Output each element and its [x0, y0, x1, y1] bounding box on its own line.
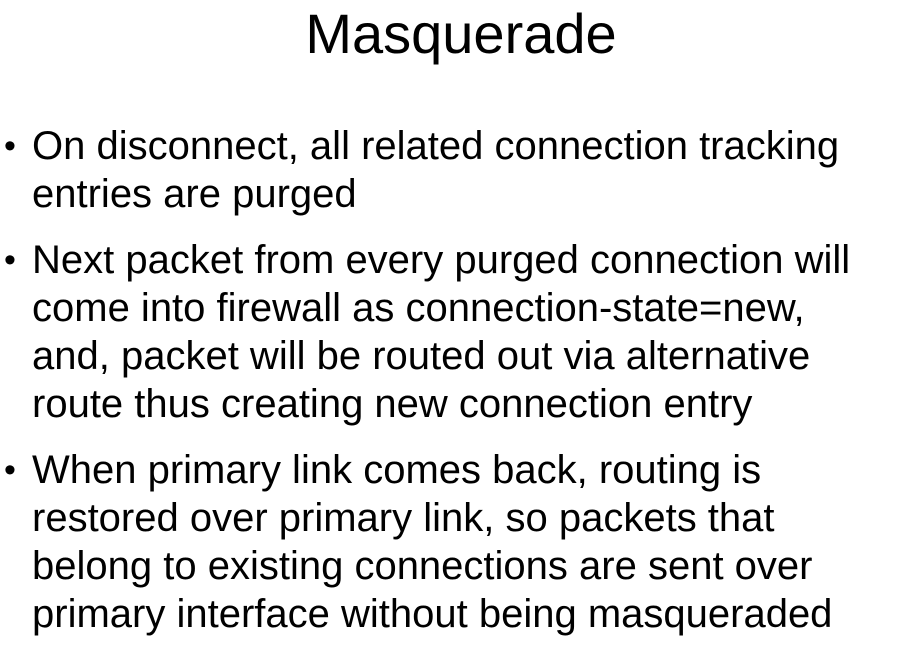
bullet-line: primary interface without being masquera… — [32, 592, 833, 636]
bullet-item: • Next packet from every purged connecti… — [0, 236, 908, 428]
bullet-line: belong to existing connections are sent … — [32, 544, 813, 588]
bullet-line: restored over primary link, so packets t… — [32, 496, 775, 540]
bullet-marker: • — [4, 127, 16, 165]
bullet-line: Next packet from every purged connection… — [32, 238, 851, 282]
bullet-marker: • — [4, 241, 16, 279]
bullet-item: • On disconnect, all related connection … — [0, 122, 908, 218]
bullet-line: When primary link comes back, routing is — [32, 448, 762, 492]
bullet-list: • On disconnect, all related connection … — [0, 122, 908, 656]
bullet-marker: • — [4, 451, 16, 489]
bullet-line: come into firewall as connection-state=n… — [32, 286, 805, 330]
bullet-item: • When primary link comes back, routing … — [0, 446, 908, 638]
bullet-line: entries are purged — [32, 172, 357, 216]
slide: Masquerade • On disconnect, all related … — [4, 2, 850, 636]
bullet-line: On disconnect, all related connection tr… — [32, 124, 840, 168]
bullet-line: route thus creating new connection entry — [32, 382, 753, 426]
bullet-line: and, packet will be routed out via alter… — [32, 334, 811, 378]
slide-title: Masquerade — [305, 2, 617, 65]
